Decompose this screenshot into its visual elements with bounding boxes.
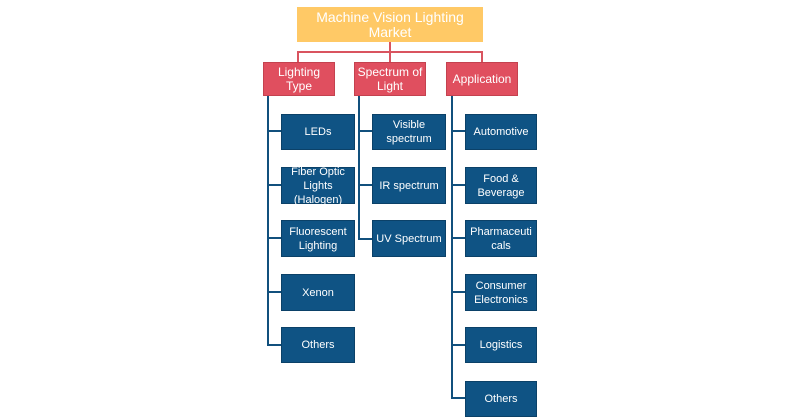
leaf-leds: LEDs <box>281 114 355 150</box>
connector-title-stem <box>389 42 391 52</box>
leaf-uv-spectrum: UV Spectrum <box>372 220 446 257</box>
leaf-logistics: Logistics <box>465 327 537 363</box>
category-spectrum-of-light: Spectrum of Light <box>354 62 426 96</box>
leaf-others-application: Others <box>465 381 537 417</box>
connector-lighting-xenon <box>267 291 281 293</box>
leaf-consumer-electronics: Consumer Electronics <box>465 274 537 311</box>
connector-app-pharma <box>451 237 465 239</box>
connector-spectrum-trunk <box>358 96 360 240</box>
connector-lighting-fluorescent <box>267 237 281 239</box>
leaf-fluorescent-lighting: Fluorescent Lighting <box>281 220 355 257</box>
connector-spectrum-uv <box>358 238 372 240</box>
leaf-fiber-optic-lights: Fiber Optic Lights (Halogen) <box>281 166 355 206</box>
connector-spectrum-ir <box>358 184 372 186</box>
category-lighting-type: Lighting Type <box>263 62 335 96</box>
category-application: Application <box>446 62 518 96</box>
leaf-pharmaceuticals-label: Pharmaceuticals <box>470 225 532 252</box>
diagram-title: Machine Vision Lighting Market <box>297 7 483 42</box>
connector-lighting-trunk <box>267 96 269 346</box>
connector-lighting-others <box>267 344 281 346</box>
leaf-food-beverage: Food & Beverage <box>465 167 537 204</box>
leaf-automotive: Automotive <box>465 114 537 150</box>
connector-application-trunk <box>451 96 453 399</box>
connector-cat3 <box>481 51 483 62</box>
connector-app-food <box>451 184 465 186</box>
connector-app-consumer <box>451 291 465 293</box>
connector-app-automotive <box>451 130 465 132</box>
connector-spectrum-visible <box>358 130 372 132</box>
connector-lighting-leds <box>267 130 281 132</box>
leaf-ir-spectrum: IR spectrum <box>372 167 446 204</box>
leaf-others-lighting: Others <box>281 327 355 363</box>
leaf-pharmaceuticals: Pharmaceuticals <box>465 220 537 257</box>
leaf-xenon: Xenon <box>281 274 355 311</box>
connector-cat2 <box>389 51 391 62</box>
connector-cat1 <box>297 51 299 62</box>
connector-app-logistics <box>451 344 465 346</box>
connector-app-others <box>451 397 465 399</box>
connector-lighting-fiber <box>267 184 281 186</box>
leaf-visible-spectrum: Visible spectrum <box>372 114 446 150</box>
